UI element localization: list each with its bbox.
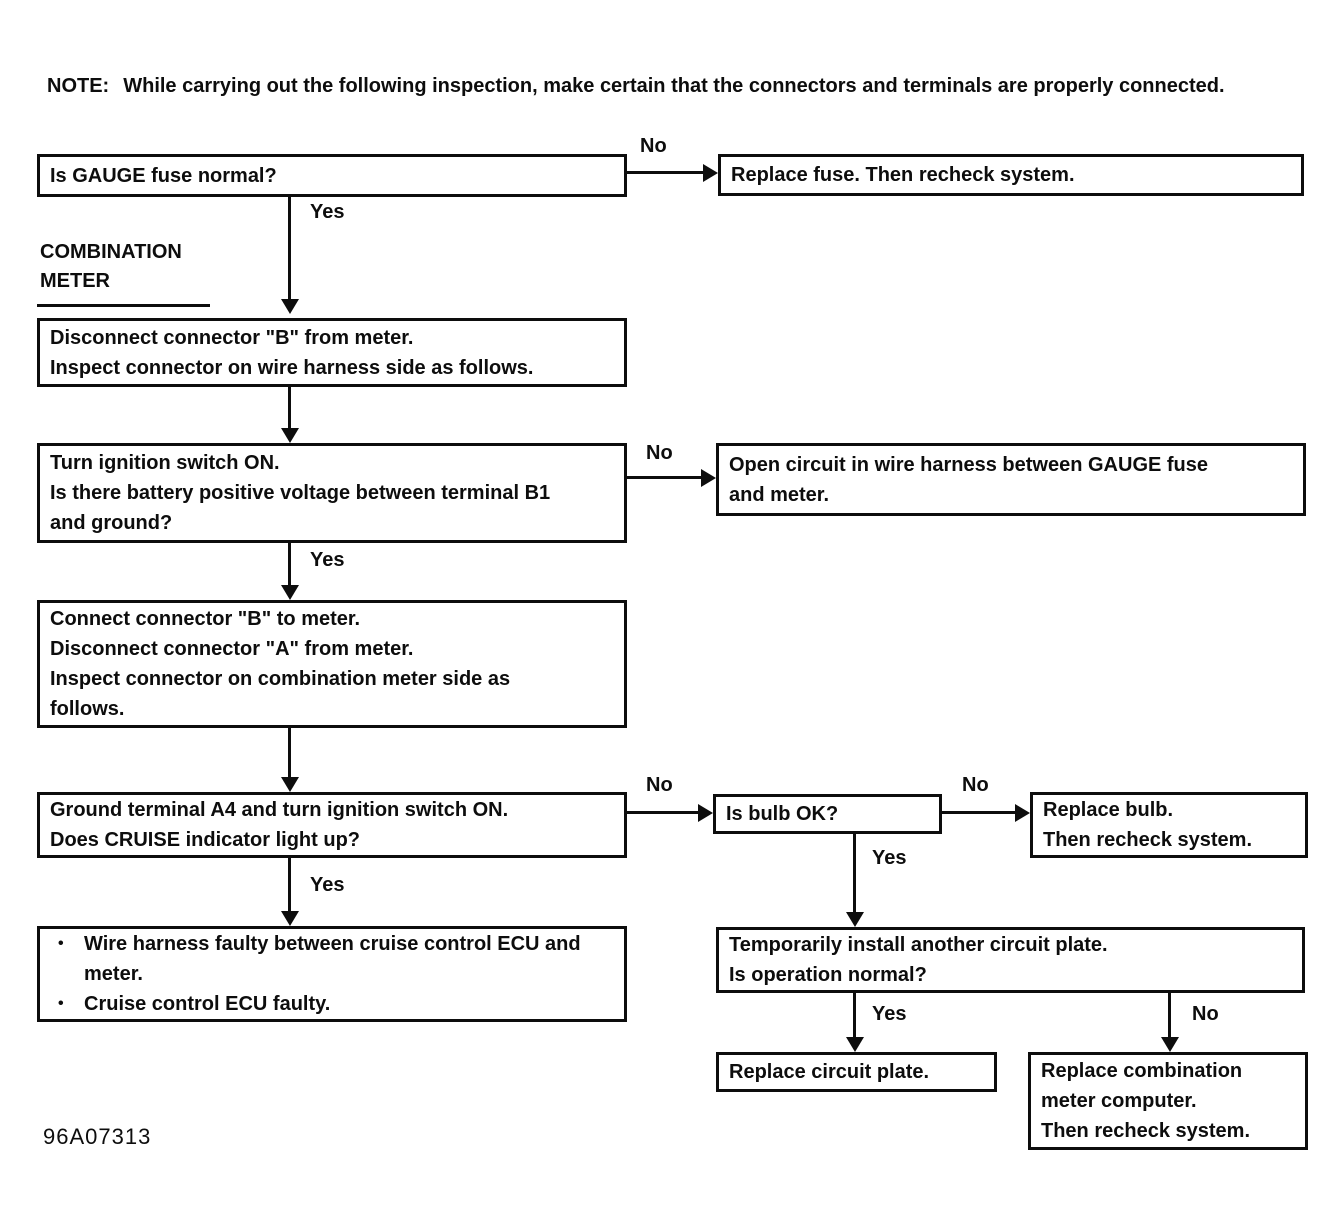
flow-box-replace-fuse: Replace fuse. Then recheck system. xyxy=(718,154,1304,196)
flow-box-gauge-fuse-question: Is GAUGE fuse normal? xyxy=(37,154,627,197)
arrow-down-temp-yes xyxy=(853,993,856,1039)
arrow-down-1 xyxy=(288,197,291,301)
flow-box-line: Disconnect connector "A" from meter. xyxy=(50,638,414,660)
flow-box-line: Is there battery positive voltage betwee… xyxy=(50,482,551,504)
edge-label-yes-2: Yes xyxy=(310,549,345,571)
figure-id: 96A07313 xyxy=(43,1124,152,1149)
arrow-right-no-2 xyxy=(627,476,703,479)
flow-box-ignition-voltage-question: Turn ignition switch ON. Is there batter… xyxy=(37,443,627,543)
edge-label-no-4: No xyxy=(962,774,989,796)
section-label-combination-meter: COMBINATION METER xyxy=(37,238,210,307)
flow-box-line: Ground terminal A4 and turn ignition swi… xyxy=(50,799,509,821)
flow-box-open-circuit: Open circuit in wire harness between GAU… xyxy=(716,443,1306,516)
flow-box-temp-circuit-plate-question: Temporarily install another circuit plat… xyxy=(716,927,1305,993)
arrow-down-bulb-yes xyxy=(853,834,856,914)
conclusion-item: • Cruise control ECU faulty. xyxy=(50,989,614,1019)
arrow-down-4 xyxy=(288,728,291,779)
flow-box-line: Open circuit in wire harness between GAU… xyxy=(729,453,1209,476)
flow-box-line: Replace bulb. xyxy=(1043,799,1174,821)
flow-box-line: meter computer. xyxy=(1041,1090,1197,1112)
flow-box-line: Turn ignition switch ON. xyxy=(50,452,280,474)
flow-box-line: Is operation normal? xyxy=(729,964,927,986)
arrow-down-5 xyxy=(288,858,291,913)
flow-box-replace-circuit-plate: Replace circuit plate. xyxy=(716,1052,997,1092)
flow-box-replace-bulb: Replace bulb. Then recheck system. xyxy=(1030,792,1308,858)
section-label-line: COMBINATION xyxy=(40,241,182,263)
flow-box-line: follows. xyxy=(50,698,125,720)
flow-box-line: Replace circuit plate. xyxy=(729,1061,930,1083)
flow-box-line: Is bulb OK? xyxy=(726,803,839,825)
note-prefix: NOTE: xyxy=(47,75,110,97)
edge-label-yes-3: Yes xyxy=(310,874,345,896)
flow-box-connect-connector-b: Connect connector "B" to meter. Disconne… xyxy=(37,600,627,728)
bullet-icon: • xyxy=(58,935,64,952)
note-body: While carrying out the following inspect… xyxy=(123,75,1225,97)
arrow-down-3 xyxy=(288,543,291,587)
edge-label-no-3: No xyxy=(646,774,673,796)
arrow-right-no-4 xyxy=(941,811,1017,814)
conclusion-item: • Wire harness faulty between cruise con… xyxy=(50,929,614,989)
flow-box-line: Connect connector "B" to meter. xyxy=(50,608,361,630)
flow-box-line: Replace combination xyxy=(1041,1060,1243,1082)
edge-label-yes-1: Yes xyxy=(310,201,345,223)
flow-box-line: Inspect connector on wire harness side a… xyxy=(50,356,534,379)
flow-box-line: Inspect connector on combination meter s… xyxy=(50,668,511,690)
flow-box-line: and ground? xyxy=(50,512,173,534)
conclusion-text: Wire harness faulty between cruise contr… xyxy=(84,933,581,985)
flow-box-line: Then recheck system. xyxy=(1041,1120,1250,1142)
flow-box-line: Is GAUGE fuse normal? xyxy=(50,164,277,187)
flow-box-bulb-ok-question: Is bulb OK? xyxy=(713,794,942,834)
edge-label-no-1: No xyxy=(640,135,667,157)
section-label-line: METER xyxy=(40,270,110,292)
flow-box-line: Temporarily install another circuit plat… xyxy=(729,934,1108,956)
bullet-icon: • xyxy=(58,995,64,1012)
edge-label-no-5: No xyxy=(1192,1003,1219,1025)
flow-box-line: Replace fuse. Then recheck system. xyxy=(731,164,1075,186)
flow-box-ground-a4-question: Ground terminal A4 and turn ignition swi… xyxy=(37,792,627,858)
edge-label-no-2: No xyxy=(646,442,673,464)
flow-box-line: Then recheck system. xyxy=(1043,829,1252,851)
flow-box-replace-combination-meter-computer: Replace combination meter computer. Then… xyxy=(1028,1052,1308,1150)
flow-box-line: Disconnect connector "B" from meter. xyxy=(50,326,414,349)
arrow-down-2 xyxy=(288,387,291,430)
note-text: NOTE: While carrying out the following in… xyxy=(47,72,1262,101)
edge-label-yes-4: Yes xyxy=(872,847,907,869)
arrow-right-no-1 xyxy=(627,171,705,174)
flow-box-line: and meter. xyxy=(729,483,830,506)
edge-label-yes-5: Yes xyxy=(872,1003,907,1025)
conclusion-text: Cruise control ECU faulty. xyxy=(84,993,331,1015)
flow-box-line: Does CRUISE indicator light up? xyxy=(50,829,361,851)
flow-box-disconnect-connector-b: Disconnect connector "B" from meter. Ins… xyxy=(37,318,627,387)
flow-box-conclusions: • Wire harness faulty between cruise con… xyxy=(37,926,627,1022)
arrow-down-temp-no xyxy=(1168,993,1171,1039)
arrow-right-no-3 xyxy=(627,811,700,814)
